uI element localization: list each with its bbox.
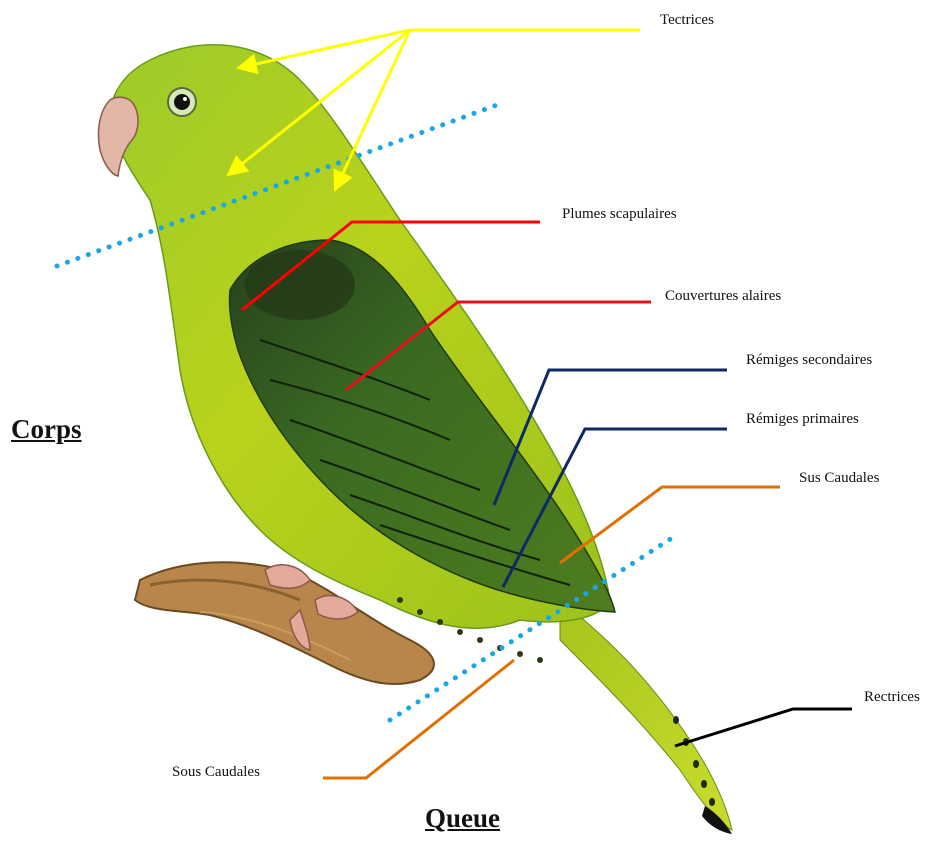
label-sous-caudales: Sous Caudales xyxy=(172,765,260,780)
label-remiges-primaires: Rémiges primaires xyxy=(746,412,859,427)
label-plumes-scapulaires: Plumes scapulaires xyxy=(562,207,677,222)
label-couvertures-alaires: Couvertures alaires xyxy=(665,289,781,304)
shoulder-patch xyxy=(245,250,355,320)
label-rectrices: Rectrices xyxy=(864,690,920,705)
label-tectrices: Tectrices xyxy=(660,13,714,28)
label-remiges-secondaires: Rémiges secondaires xyxy=(746,353,872,368)
section-corps: Corps xyxy=(11,416,82,443)
section-queue: Queue xyxy=(425,805,500,832)
eye-highlight xyxy=(183,97,187,101)
pupil xyxy=(174,94,190,110)
tail xyxy=(560,600,732,830)
rectrices-leader xyxy=(675,709,852,746)
label-sus-caudales: Sus Caudales xyxy=(799,471,879,486)
